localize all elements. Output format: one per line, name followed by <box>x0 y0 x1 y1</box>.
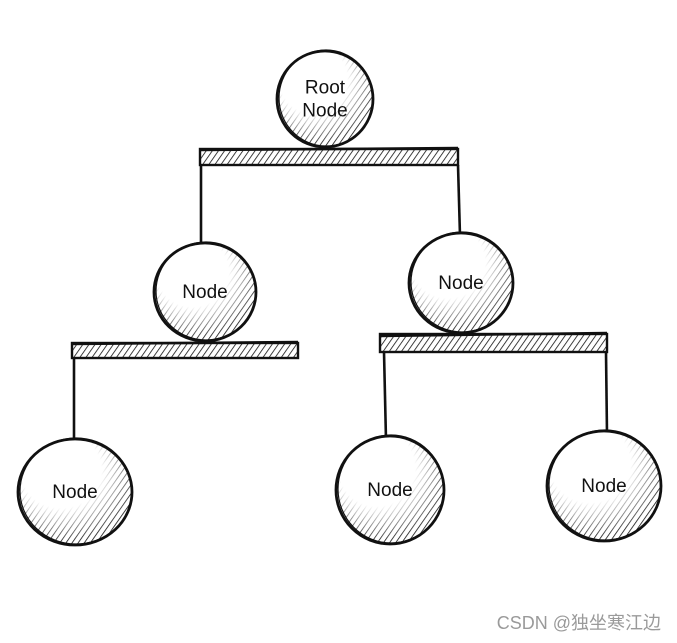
node-right: Node <box>407 231 515 335</box>
connector-lines <box>72 164 609 441</box>
connector-bar-left <box>70 340 300 360</box>
node-outline-sketch <box>155 241 257 341</box>
node-shading <box>154 243 256 341</box>
node-shading <box>18 439 132 545</box>
node-label: Node <box>581 476 626 497</box>
node-shading <box>336 436 444 544</box>
node-outline-sketch <box>19 437 133 545</box>
node-outline-sketch <box>278 49 374 147</box>
node-outline-sketch <box>337 434 445 544</box>
node-left: Node <box>152 241 258 343</box>
connector-bars <box>70 146 609 360</box>
node-label: Node <box>438 273 483 294</box>
connector-bar-right <box>378 331 609 354</box>
edge-right-leaf-2 <box>382 351 388 441</box>
edge-right-leaf-3 <box>604 351 609 435</box>
node-leaf-3: Node <box>545 429 663 543</box>
node-label: Root <box>305 78 346 99</box>
node-leaf-1: Node <box>16 437 134 547</box>
edge-root-right <box>456 164 462 237</box>
node-label: Node <box>367 480 412 501</box>
node-label: Node <box>302 101 347 122</box>
node-outline-sketch <box>410 231 514 333</box>
node-label: Node <box>182 282 227 303</box>
node-outline-sketch <box>548 429 662 541</box>
node-shading <box>547 431 661 541</box>
watermark: CSDN @独坐寒江边 <box>496 613 661 633</box>
node-leaf-2: Node <box>334 434 446 546</box>
connector-bar-root <box>198 146 460 167</box>
node-shading <box>409 233 513 333</box>
node-shading <box>277 51 373 147</box>
node-label: Node <box>52 482 97 503</box>
